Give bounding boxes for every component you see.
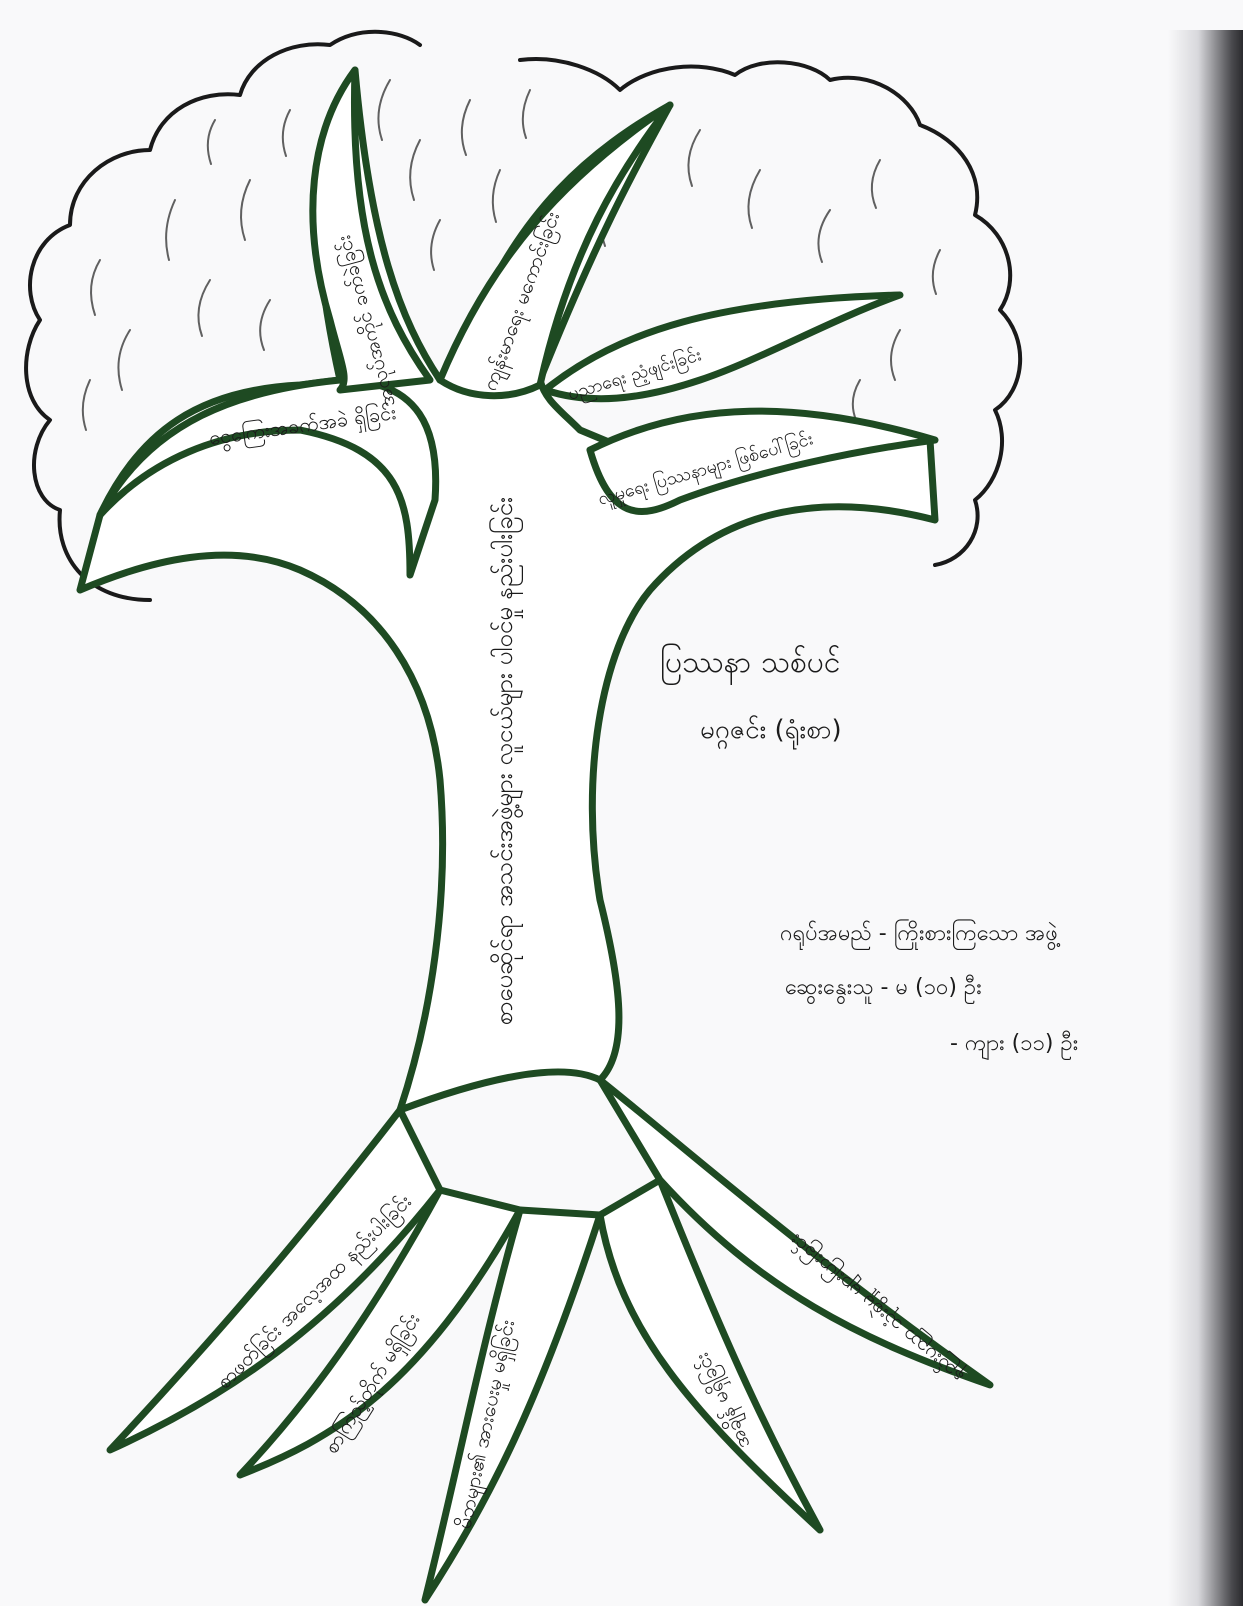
- group-info-line-3: - ကျား (၁၁) ဦး: [950, 1028, 1078, 1061]
- group-info-line-1: ဂရုပ်အမည် - ကြိုးစားကြသော အဖွဲ့: [780, 918, 1058, 951]
- heading-line-1: ပြဿနာ သစ်ပင်: [660, 642, 841, 687]
- heading-line-2: မဂ္ဂဇင်း (ရုံးစာ): [700, 712, 842, 751]
- group-info-line-2: ဆွေးနွေးသူ - မ (၁၀) ဦး: [785, 972, 982, 1005]
